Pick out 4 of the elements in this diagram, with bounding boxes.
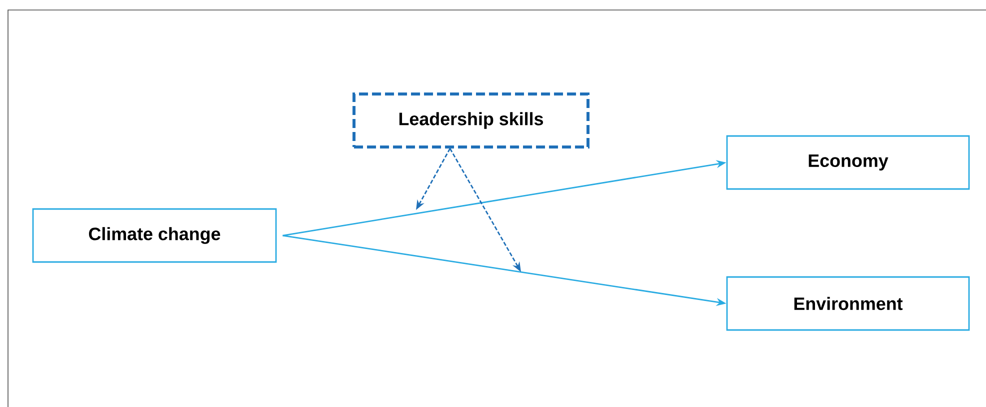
dashed-box: Leadership skills bbox=[352, 92, 590, 148]
box: Economy bbox=[726, 135, 970, 190]
box: Climate change bbox=[32, 208, 277, 263]
box: Environment bbox=[726, 276, 970, 331]
